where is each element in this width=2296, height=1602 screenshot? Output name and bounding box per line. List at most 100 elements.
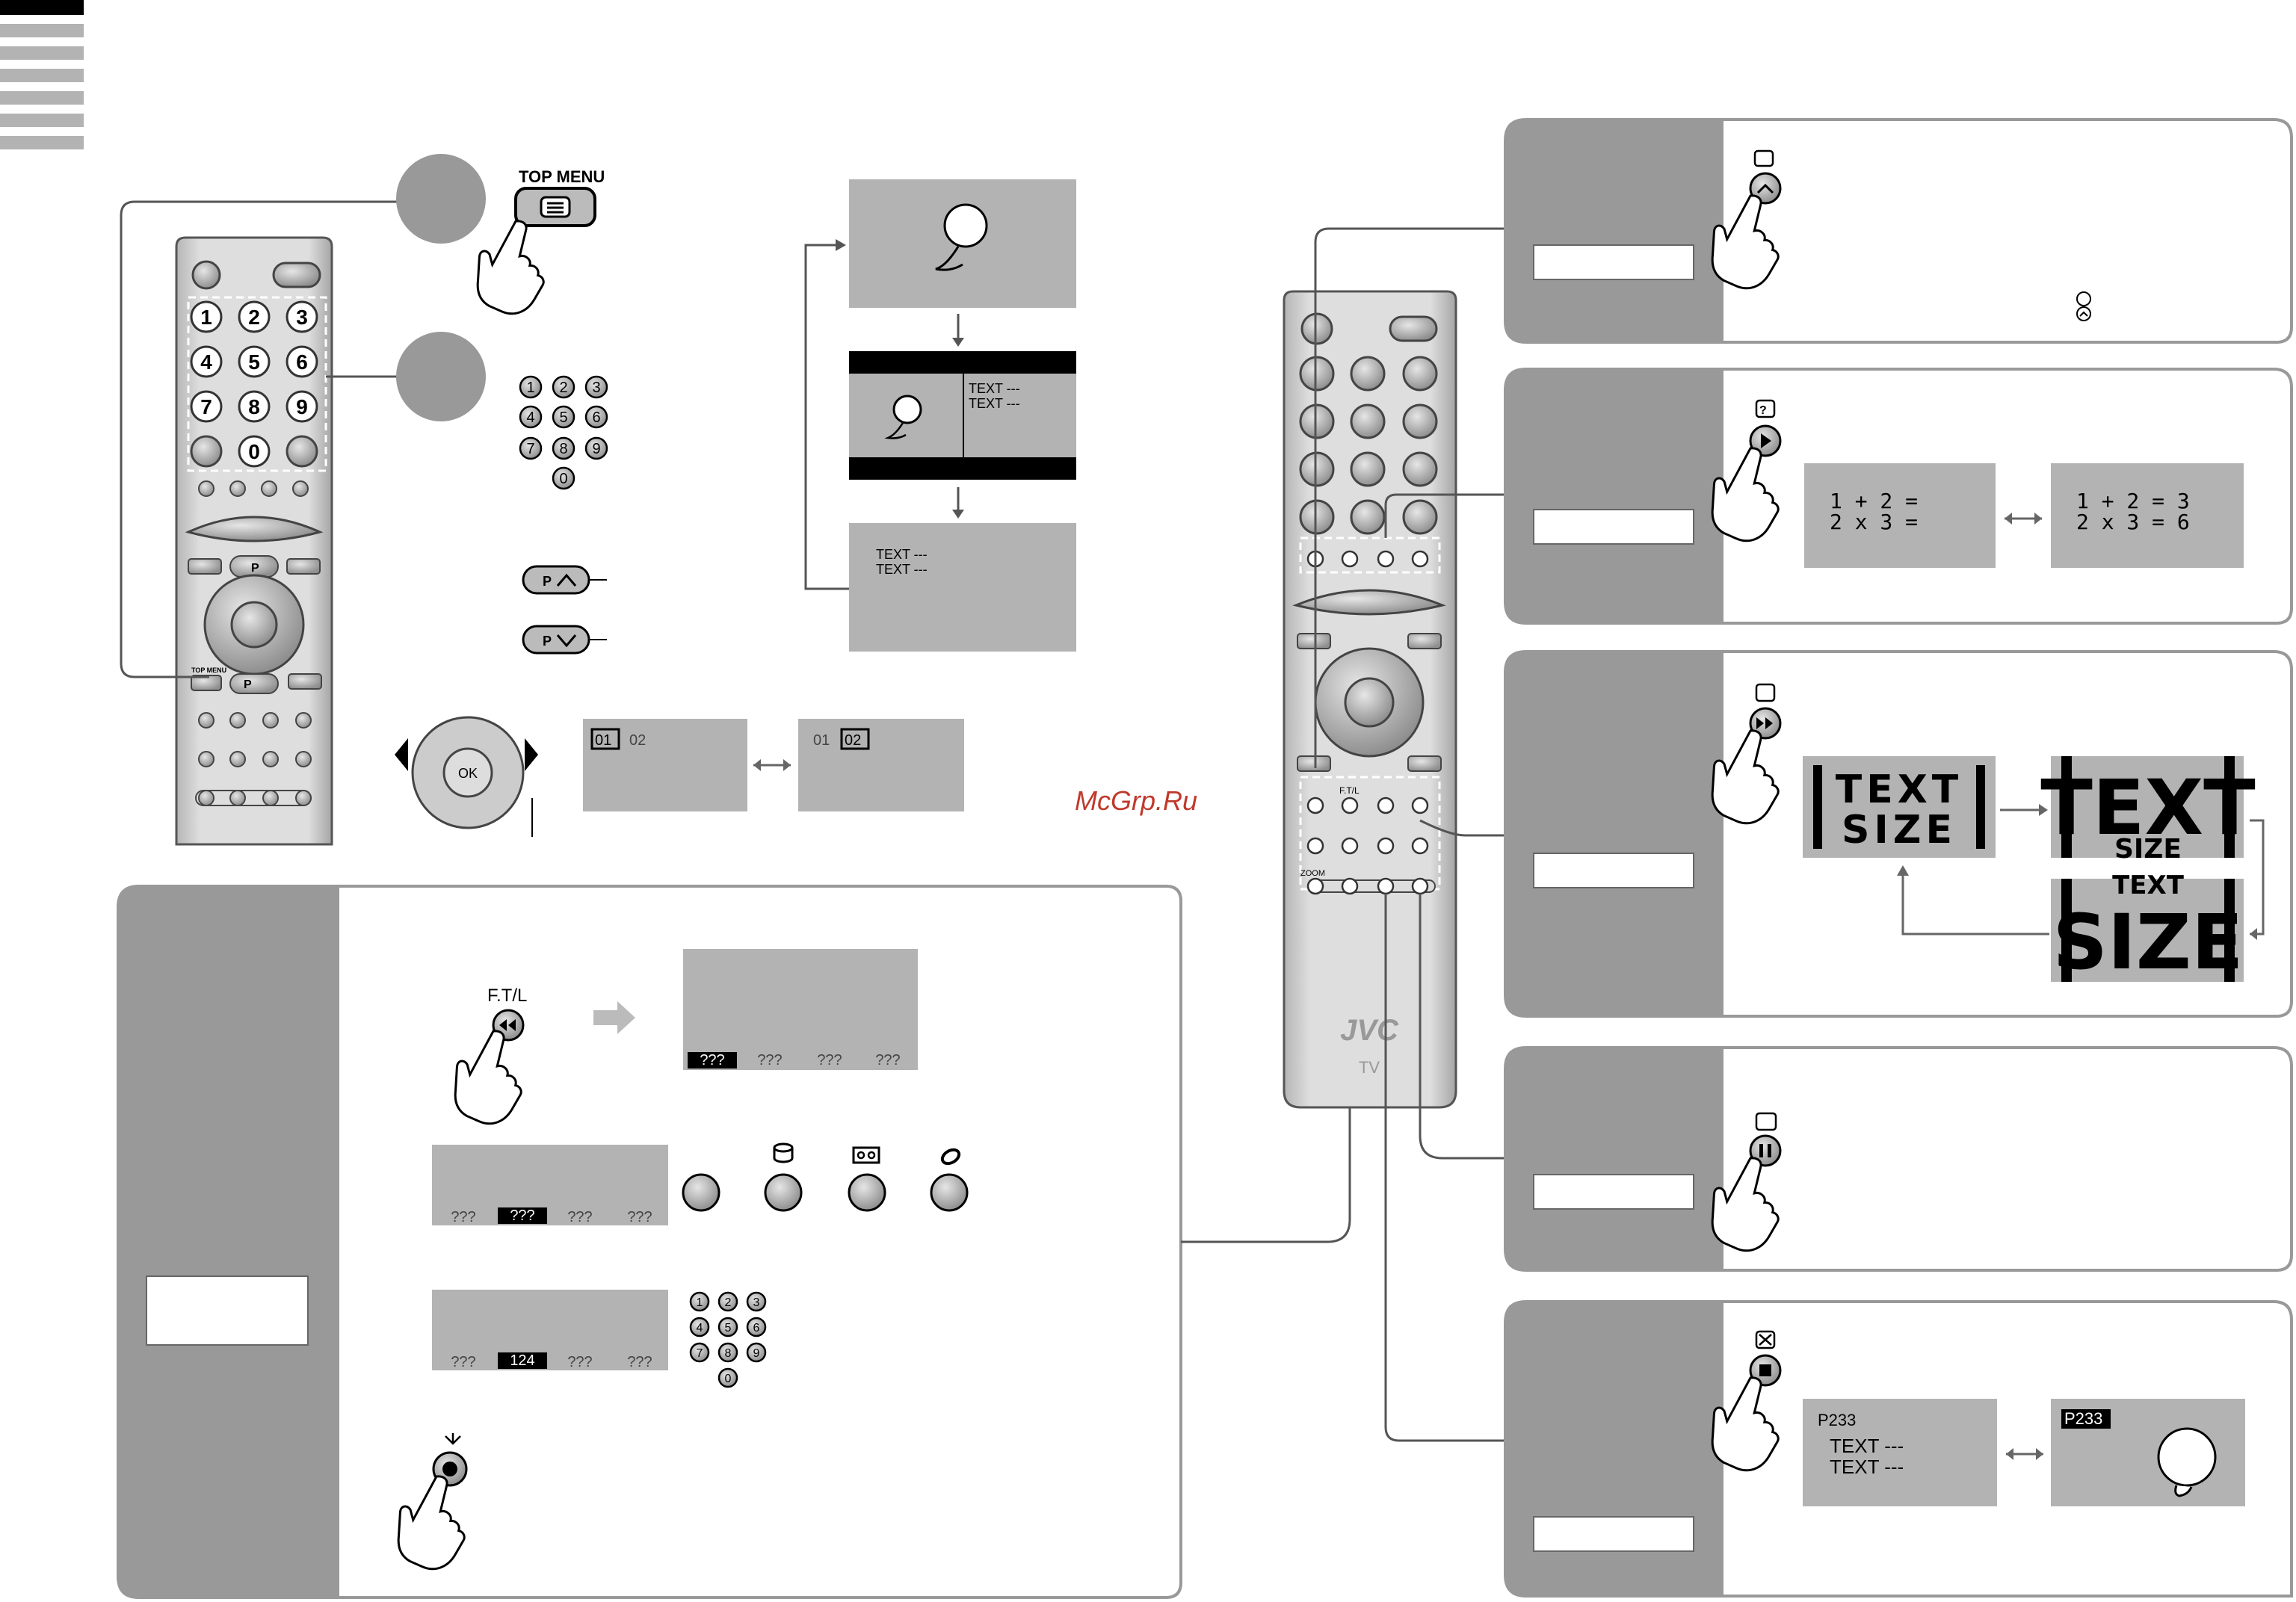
step-2-circle (396, 332, 486, 421)
right-ftl-small: F.T/L (1339, 785, 1360, 796)
step-1-circle (396, 154, 486, 244)
p-up-button[interactable]: P (522, 565, 607, 595)
svg-text:8: 8 (725, 1347, 732, 1360)
colour-buttons[interactable] (682, 1142, 969, 1212)
svg-text:4: 4 (697, 1322, 703, 1335)
svg-text:2 x 3 = 6: 2 x 3 = 6 (2076, 510, 2190, 534)
digit-5: 5 (248, 350, 260, 374)
digit-9: 9 (296, 395, 308, 418)
index-button[interactable] (1693, 1112, 1801, 1262)
svg-text:9: 9 (592, 441, 600, 457)
cancel-screen-left: P233 TEXT --- TEXT --- (1803, 1399, 1997, 1506)
svg-text:?: ? (1759, 404, 1767, 417)
svg-text:TEXT: TEXT (1836, 767, 1963, 812)
ftl-screen-3: ??? 124 ??? ??? (432, 1290, 668, 1370)
svg-text:7: 7 (526, 441, 534, 457)
tv-source-icon (773, 1142, 794, 1163)
svg-text:P233: P233 (2064, 1409, 2102, 1428)
svg-text:TEXT ---: TEXT --- (1830, 1456, 1904, 1478)
left-p-down-label: P (244, 678, 252, 691)
brand-logo: JVC (1340, 1014, 1399, 1047)
svg-text:TEXT: TEXT (2112, 870, 2185, 900)
panel-4 (1504, 1046, 2293, 1272)
cancel-button[interactable] (1693, 1330, 1801, 1482)
svg-text:P233: P233 (1818, 1411, 1856, 1429)
svg-text:0: 0 (559, 471, 567, 487)
svg-text:TEXT ---: TEXT --- (876, 562, 928, 577)
svg-text:1 + 2 = 3: 1 + 2 = 3 (2076, 489, 2190, 513)
dvd-source-icon (940, 1148, 961, 1166)
svg-text:SIZE: SIZE (1842, 808, 1957, 853)
svg-text:7: 7 (697, 1347, 703, 1360)
svg-text:???: ??? (510, 1207, 534, 1224)
svg-text:2: 2 (559, 380, 567, 396)
svg-text:SIZE: SIZE (2114, 834, 2182, 865)
svg-text:SIZE: SIZE (2052, 898, 2243, 987)
panel-5: P233 TEXT --- TEXT --- P233 (1504, 1300, 2293, 1598)
p-down-button[interactable]: P (522, 625, 607, 655)
ok-dial[interactable]: OK (395, 716, 538, 837)
svg-text:P: P (543, 634, 552, 649)
vcr-source-icon (852, 1146, 880, 1164)
svg-text:2 x 3 =: 2 x 3 = (1830, 510, 1918, 534)
svg-text:P: P (543, 574, 552, 589)
svg-text:02: 02 (845, 732, 861, 749)
svg-text:6: 6 (753, 1322, 760, 1335)
svg-text:TEXT ---: TEXT --- (969, 381, 1020, 396)
digit-1: 1 (200, 306, 212, 329)
brand-sub: TV (1359, 1058, 1380, 1077)
zoom-label: ZOOM (1300, 869, 1325, 878)
svg-text:1 + 2 =: 1 + 2 = (1830, 489, 1918, 513)
svg-text:???: ??? (700, 1052, 724, 1068)
svg-text:4: 4 (526, 409, 534, 426)
svg-text:124: 124 (510, 1352, 534, 1369)
svg-text:???: ??? (817, 1052, 842, 1068)
svg-text:8: 8 (559, 441, 567, 457)
section-tabs (0, 0, 84, 149)
size-screen-bottom-half: TEXT SIZE (2051, 870, 2244, 987)
callout-line-top-menu (120, 200, 404, 678)
ftl-arrow (593, 1001, 635, 1034)
svg-text:2: 2 (725, 1296, 732, 1309)
panel-1-button[interactable] (1693, 149, 1801, 300)
svg-text:???: ??? (567, 1209, 592, 1225)
svg-text:9: 9 (753, 1347, 760, 1360)
size-screen-normal: TEXT SIZE (1803, 756, 1996, 858)
svg-text:TEXT: TEXT (2040, 764, 2256, 853)
svg-text:???: ??? (451, 1354, 475, 1370)
svg-text:???: ??? (627, 1209, 652, 1225)
svg-text:1: 1 (526, 380, 534, 396)
svg-text:TEXT ---: TEXT --- (876, 547, 928, 562)
svg-text:TEXT ---: TEXT --- (1830, 1435, 1904, 1457)
svg-text:6: 6 (592, 409, 600, 426)
size-button[interactable] (1693, 683, 1801, 835)
tv-screen-picture (849, 179, 1076, 308)
ftl-button[interactable]: F.T/L (436, 986, 544, 1135)
left-p-up-label: P (251, 562, 259, 575)
digit-3: 3 (296, 306, 308, 329)
svg-text:???: ??? (451, 1209, 475, 1225)
svg-text:???: ??? (567, 1354, 592, 1370)
svg-text:3: 3 (753, 1296, 760, 1309)
math-screen-right: 1 + 2 = 3 2 x 3 = 6 (2051, 463, 2244, 568)
store-button[interactable] (379, 1433, 487, 1580)
cancel-screen-right: P233 (2051, 1399, 2245, 1506)
top-menu-button[interactable]: TOP MENU (458, 167, 605, 325)
svg-text:5: 5 (559, 409, 567, 426)
digit-0: 0 (248, 440, 260, 463)
panel-1-mini-icon (2076, 291, 2091, 321)
left-remote-digits: 1 2 3 4 5 6 7 8 9 0 (190, 300, 318, 468)
size-screen-top-half: TEXT SIZE (2040, 756, 2256, 865)
right-callout-lines (1314, 227, 1505, 1442)
tv-screen-split: TEXT --- TEXT --- (849, 351, 1076, 480)
reveal-button[interactable]: ? (1693, 399, 1801, 552)
svg-text:01: 01 (595, 732, 611, 749)
svg-text:5: 5 (725, 1322, 732, 1335)
page-box-left: 01 02 (583, 719, 747, 811)
page-box-right: 01 02 (798, 719, 964, 811)
ftl-screen-2: ??? ??? ??? ??? (432, 1145, 668, 1225)
svg-text:02: 02 (629, 732, 646, 749)
